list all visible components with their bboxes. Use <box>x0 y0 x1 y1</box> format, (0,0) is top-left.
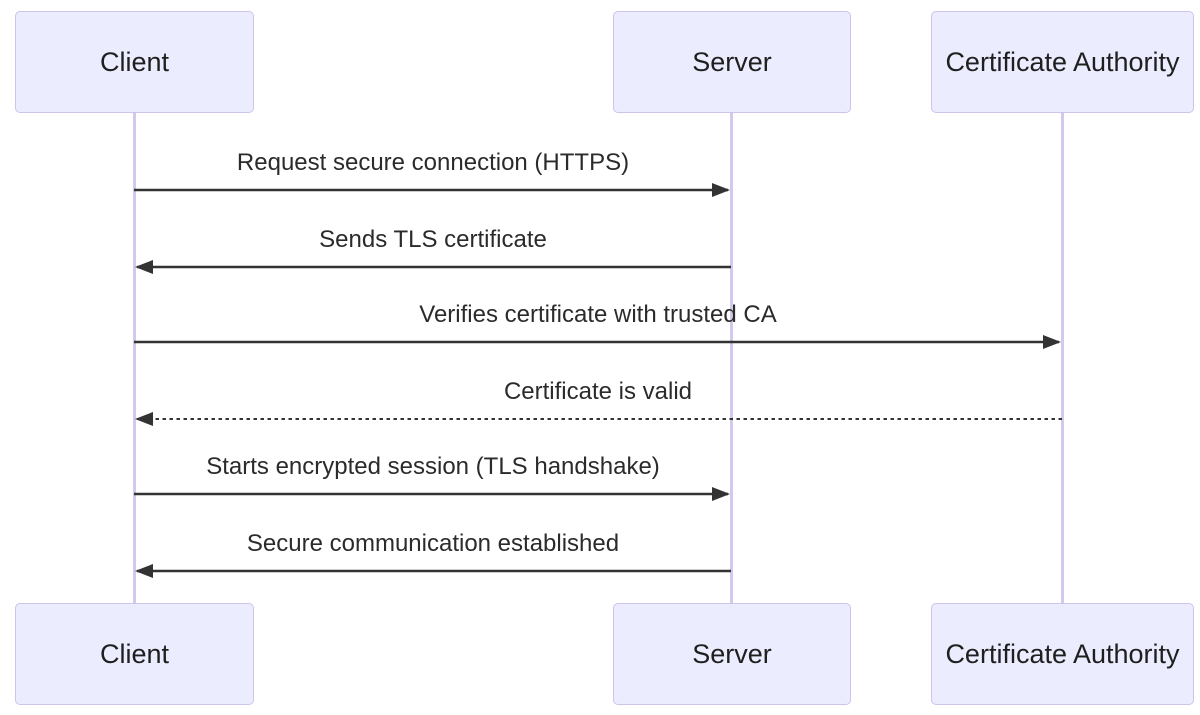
actor-client-label: Client <box>99 46 170 77</box>
actor-client-label: Client <box>99 638 170 669</box>
lifeline-server <box>730 113 733 603</box>
lifeline-client <box>133 113 136 603</box>
message-label: Certificate is valid <box>503 378 693 405</box>
actor-server-bottom: Server <box>613 603 851 705</box>
actor-client-top: Client <box>15 11 254 113</box>
actor-ca-top: Certificate Authority <box>931 11 1194 113</box>
actor-client-bottom: Client <box>15 603 254 705</box>
actor-server-top: Server <box>613 11 851 113</box>
message-label: Sends TLS certificate <box>319 226 547 253</box>
message-label: Verifies certificate with trusted CA <box>419 301 777 328</box>
message-label: Starts encrypted session (TLS handshake) <box>206 453 660 480</box>
actor-ca-label: Certificate Authority <box>945 638 1180 669</box>
actor-ca-bottom: Certificate Authority <box>931 603 1194 705</box>
actor-server-label: Server <box>692 46 772 77</box>
message-label: Secure communication established <box>246 530 620 557</box>
actor-ca-label: Certificate Authority <box>945 46 1180 77</box>
lifeline-ca <box>1061 113 1064 603</box>
actor-server-label: Server <box>692 638 772 669</box>
message-label: Request secure connection (HTTPS) <box>236 149 630 176</box>
